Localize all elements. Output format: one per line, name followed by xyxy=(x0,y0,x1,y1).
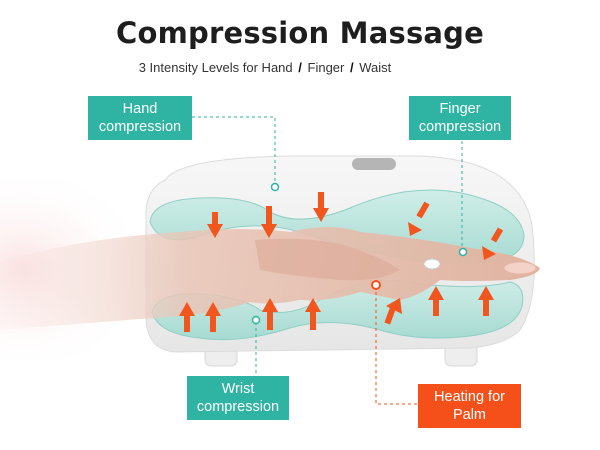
callout-line-2: compression xyxy=(418,119,502,135)
wrist-compression-callout: Wrist compression xyxy=(187,376,289,420)
subtitle-separator-2: / xyxy=(350,60,354,75)
subtitle-separator-1: / xyxy=(298,60,302,75)
ring-icon xyxy=(423,258,441,270)
arrow-icon xyxy=(207,212,223,238)
circle-dot-icon xyxy=(371,280,381,290)
arrow-icon xyxy=(262,298,278,330)
callout-line-2: compression xyxy=(98,119,182,135)
callout-line-2: Palm xyxy=(452,407,487,423)
arrow-icon xyxy=(384,298,402,325)
subtitle: 3 Intensity Levels for Hand / Finger / W… xyxy=(0,60,530,75)
thumb xyxy=(255,238,400,281)
pressure-arrows xyxy=(179,192,504,332)
callout-line-1: Hand xyxy=(122,101,158,117)
power-button-icon xyxy=(352,158,396,170)
heating-leader-line xyxy=(375,286,418,405)
finger-compression-callout: Finger compression xyxy=(409,96,511,140)
arrow-icon xyxy=(482,227,504,260)
circle-dot-icon xyxy=(270,182,280,192)
bottom-air-cushion xyxy=(151,279,524,341)
callout-line-1: Heating for xyxy=(434,389,505,405)
arrow-icon xyxy=(305,298,321,330)
arrow-icon xyxy=(205,302,221,332)
arrow-icon xyxy=(408,201,430,236)
fingernail xyxy=(503,261,537,275)
callout-line-1: Finger xyxy=(439,101,481,117)
arrow-icon xyxy=(313,192,329,222)
arrow-icon xyxy=(261,206,277,238)
hand-and-arm xyxy=(0,227,540,330)
hand-compression-callout: Hand compression xyxy=(88,96,192,140)
circle-dot-icon xyxy=(251,315,261,325)
arrow-icon xyxy=(179,302,195,332)
hand-leader-line xyxy=(192,116,276,184)
arrow-icon xyxy=(478,286,494,316)
page-title: Compression Massage xyxy=(115,16,485,50)
subtitle-text-2: Finger xyxy=(307,60,345,75)
circle-dot-icon xyxy=(458,247,468,257)
arrow-icon xyxy=(428,286,444,316)
subtitle-text-3: Waist xyxy=(359,60,392,75)
subtitle-text-1: 3 Intensity Levels for Hand xyxy=(138,60,293,75)
heating-palm-callout: Heating for Palm xyxy=(418,384,521,428)
leader-lines xyxy=(192,116,463,376)
callout-line-1: Wrist xyxy=(221,381,255,397)
callout-line-2: compression xyxy=(196,399,280,415)
